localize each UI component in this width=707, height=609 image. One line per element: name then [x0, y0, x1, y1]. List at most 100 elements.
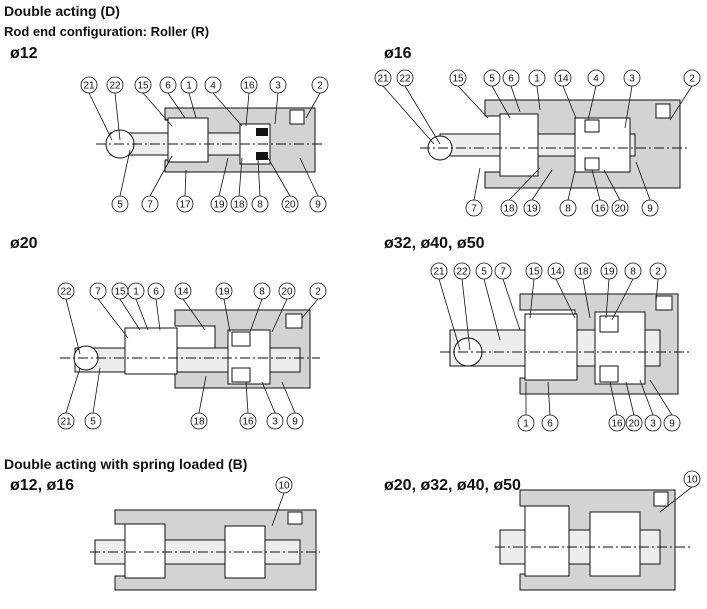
callout-circle: [84, 412, 102, 430]
leader-line: [508, 167, 541, 201]
leader-line: [510, 85, 521, 113]
callout-number: 5: [489, 74, 495, 85]
callout-d20-20: 20: [271, 282, 296, 333]
callout-d32-8: 8: [611, 262, 642, 321]
callout-circle: [430, 262, 448, 280]
callout-d32-1: 1: [517, 382, 535, 432]
callout-number: 7: [471, 204, 477, 215]
leader-line: [473, 167, 481, 201]
leader-line: [502, 278, 521, 331]
callout-d20-9: 9: [281, 381, 304, 430]
leader-line: [438, 278, 461, 351]
callout-number: 19: [218, 287, 230, 298]
callout-circle: [80, 76, 98, 94]
callout-d20-8: 8: [249, 282, 271, 333]
leader-line: [149, 155, 173, 197]
callout-number: 3: [650, 419, 656, 430]
callout-d16-21: 21: [374, 69, 435, 145]
callout-number: 21: [60, 417, 72, 428]
leader-line: [119, 298, 141, 331]
callout-circle: [500, 199, 518, 217]
callout-number: 6: [547, 419, 553, 430]
callout-d20-21: 21: [57, 367, 81, 430]
leader-line: [281, 381, 296, 414]
callout-number: 19: [526, 204, 538, 215]
callout-number: 20: [614, 204, 626, 215]
callout-circle: [625, 414, 643, 432]
callout-number: 22: [60, 287, 72, 298]
leader-line: [655, 278, 659, 303]
spring: [589, 511, 641, 577]
callout-number: 18: [503, 204, 515, 215]
callout-d12-1: 1: [180, 76, 198, 119]
callout-circle: [309, 195, 327, 213]
callout-d12-15: 15: [134, 76, 173, 127]
callout-d32-2: 2: [649, 262, 667, 303]
callout-number: 8: [259, 287, 265, 298]
leader-line: [135, 298, 149, 331]
leader-line: [167, 92, 186, 119]
rod-cover: [124, 327, 178, 375]
leader-line: [624, 85, 633, 129]
callout-number: 22: [399, 74, 411, 85]
callout-d20-19: 19: [215, 282, 233, 333]
callout-number: 1: [186, 81, 192, 92]
callout-d12-7: 7: [141, 155, 173, 213]
leader-line: [669, 85, 693, 121]
callout-circle: [127, 282, 145, 300]
callout-d20-6: 6: [147, 282, 165, 331]
callout-d16-18: 18: [500, 167, 541, 217]
end-plug: [655, 103, 671, 119]
leader-line: [184, 169, 187, 197]
callout-number: 8: [565, 204, 571, 215]
callout-d12-3: 3: [269, 76, 287, 125]
callout-circle: [311, 76, 329, 94]
leader-line: [257, 159, 261, 197]
leader-line: [305, 92, 321, 119]
leader-line: [92, 367, 101, 414]
callout-number: 6: [165, 81, 171, 92]
wear-ring: [584, 157, 600, 171]
magnet: [256, 128, 268, 136]
callout-number: 7: [147, 200, 153, 211]
callout-number: 1: [534, 74, 540, 85]
callout-d32-22: 22: [453, 262, 471, 351]
callout-number: 22: [456, 267, 468, 278]
callout-number: 2: [655, 267, 661, 278]
caption-d32-40-50: ø32, ø40, ø50: [384, 235, 485, 252]
leader-line: [274, 92, 279, 125]
rod-cover: [524, 505, 570, 577]
callout-d16-14: 14: [554, 69, 577, 119]
callout-d20-15: 15: [111, 282, 141, 331]
callout-circle: [554, 69, 572, 87]
callout-number: 16: [594, 204, 606, 215]
callout-d20-5: 5: [84, 367, 102, 430]
diagram-d12: [96, 107, 325, 173]
leader-line: [299, 157, 319, 197]
leader-line: [611, 278, 634, 321]
callout-d12-21: 21: [80, 76, 113, 141]
callout-number: 21: [377, 74, 389, 85]
callout-circle: [269, 76, 287, 94]
leader-line: [603, 169, 621, 201]
callout-number: 7: [95, 287, 101, 298]
callout-d16-4: 4: [587, 69, 605, 121]
callout-d16-1: 1: [528, 69, 546, 111]
callout-circle: [502, 69, 520, 87]
callout-d20-18: 18: [190, 375, 208, 430]
callout-circle: [374, 69, 392, 87]
callout-circle: [134, 76, 152, 94]
callout-circle: [663, 414, 681, 432]
callout-circle: [190, 412, 208, 430]
callout-d12-6: 6: [159, 76, 186, 119]
leader-line: [182, 298, 206, 331]
callout-d16-15: 15: [449, 69, 489, 119]
end-plug: [653, 491, 669, 507]
leader-line: [382, 85, 435, 145]
rod-cover: [499, 113, 539, 177]
callout-d32-18: 18: [574, 262, 592, 319]
callout-circle: [494, 262, 512, 280]
callout-number: 3: [275, 81, 281, 92]
leader-line: [114, 92, 121, 141]
callout-d12-17: 17: [176, 169, 194, 213]
